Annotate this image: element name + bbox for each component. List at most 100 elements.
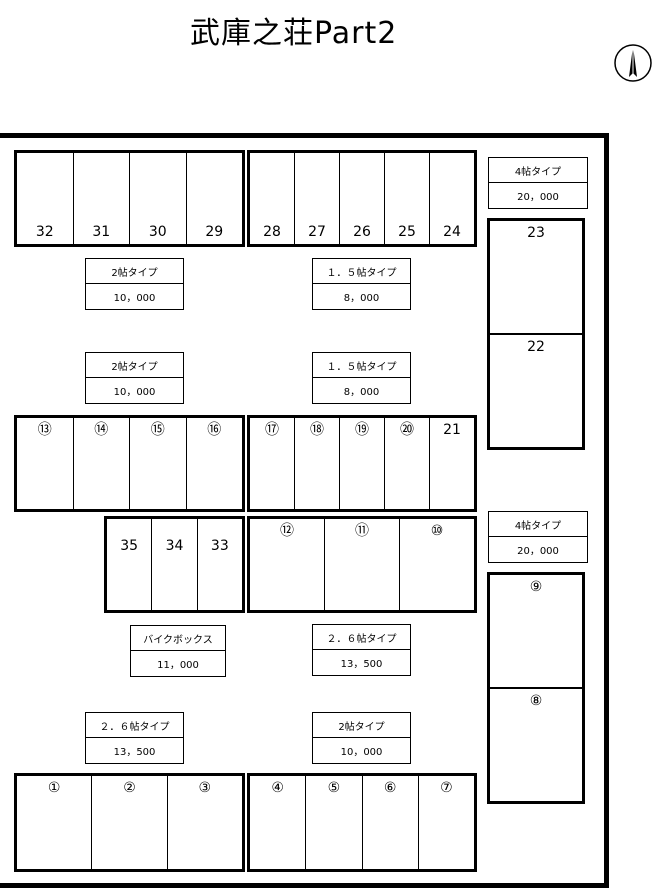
unit-price: 10，000 [113,293,156,304]
storage-unit[interactable]: ⑫ [250,519,324,610]
storage-unit[interactable]: ② [91,776,166,869]
storage-unit[interactable]: ⑨ [490,575,582,687]
north-compass-icon [614,44,652,82]
storage-unit[interactable]: 29 [185,153,243,244]
storage-unit[interactable]: 21 [429,418,474,509]
storage-unit[interactable]: 33 [196,519,242,610]
unit-type: 2帖タイプ [86,259,183,284]
storage-unit[interactable]: 27 [294,153,339,244]
unit-price: 8，000 [343,387,380,398]
unit-number: 21 [443,422,461,438]
storage-unit[interactable]: ⑳ [384,418,429,509]
unit-number: 26 [353,224,371,240]
storage-unit[interactable]: ⑲ [339,418,384,509]
unit-number: ⑰ [265,422,279,438]
storage-unit[interactable]: 28 [250,153,294,244]
unit-number: ⑤ [327,780,341,796]
unit-number: 28 [263,224,281,240]
storage-unit[interactable]: ⑱ [294,418,339,509]
storage-unit[interactable]: 26 [339,153,384,244]
storage-unit[interactable]: 25 [384,153,429,244]
storage-unit[interactable]: ③ [166,776,242,869]
unit-number: ④ [271,780,284,796]
storage-unit[interactable]: ⑮ [129,418,186,509]
unit-number: ⑮ [150,422,165,438]
unit-number: 29 [205,224,224,240]
storage-unit[interactable]: 32 [17,153,73,244]
storage-unit[interactable]: ⑰ [250,418,294,509]
storage-block-1-3: ① ② ③ [14,773,245,872]
storage-unit[interactable]: 30 [129,153,186,244]
unit-price: 13，500 [113,747,156,758]
storage-unit[interactable]: ⑯ [185,418,243,509]
unit-number: ⑧ [529,693,543,709]
storage-unit[interactable]: ⑥ [361,776,418,869]
price-tag: ２．６帖タイプ 13，500 [85,712,184,764]
unit-number: ⑳ [400,422,414,438]
unit-number: ① [47,780,61,796]
storage-unit[interactable]: ⑩ [399,519,474,610]
storage-unit[interactable]: ⑦ [417,776,474,869]
unit-price: 10，000 [113,387,156,398]
price-tag: １．５帖タイプ 8，000 [312,352,411,404]
unit-number: ⑥ [383,780,397,796]
unit-price: 10，000 [340,747,383,758]
storage-block-32-29: 32 31 30 29 [14,150,245,247]
storage-block-17-21: ⑰ ⑱ ⑲ ⑳ 21 [247,415,477,512]
storage-unit[interactable]: ⑧ [490,687,582,801]
unit-type: １．５帖タイプ [313,353,410,378]
storage-block-28-24: 28 27 26 25 24 [247,150,477,247]
unit-price: 20，000 [517,546,559,557]
storage-unit[interactable]: ① [17,776,91,869]
storage-block-13-16: ⑬ ⑭ ⑮ ⑯ [14,415,245,512]
parking-lot-boundary [0,133,609,888]
unit-number: ⑨ [529,579,543,595]
unit-number: 32 [35,224,54,240]
storage-unit[interactable]: 31 [72,153,130,244]
unit-number: ⑪ [355,523,369,539]
unit-price: 11，000 [157,660,199,671]
unit-type: ２．６帖タイプ [313,625,410,650]
unit-number: ⑫ [280,523,294,539]
storage-block-23-22: 23 22 [487,218,585,450]
unit-price: 8，000 [343,293,380,304]
unit-type: １．５帖タイプ [313,259,410,284]
storage-unit[interactable]: ⑤ [305,776,361,869]
unit-number: 35 [120,538,139,554]
unit-number: 24 [443,224,461,240]
storage-block-9-8: ⑨ ⑧ [487,572,585,804]
unit-number: ⑦ [440,780,453,796]
storage-unit[interactable]: 23 [490,221,582,333]
unit-price: 20，000 [517,192,559,203]
storage-unit[interactable]: ⑪ [324,519,399,610]
unit-number: ⑲ [355,422,369,438]
unit-price: 13，500 [340,659,383,670]
unit-number: 33 [210,538,229,554]
price-tag: 4帖タイプ 20，000 [488,511,588,563]
unit-number: 31 [92,224,111,240]
unit-number: 22 [527,339,545,355]
unit-type: 4帖タイプ [489,512,587,537]
price-tag: 4帖タイプ 20，000 [488,157,588,209]
unit-number: ⑩ [430,523,444,539]
storage-unit[interactable]: 35 [107,519,151,610]
storage-block-35-33: 35 34 33 [104,516,245,613]
price-tag: ２．６帖タイプ 13，500 [312,624,411,676]
unit-type: バイクボックス [131,626,225,651]
storage-unit[interactable]: ⑬ [17,418,73,509]
unit-number: 27 [308,224,326,240]
price-tag: 2帖タイプ 10，000 [312,712,411,764]
unit-number: 25 [398,224,416,240]
price-tag: バイクボックス 11，000 [130,625,226,677]
storage-unit[interactable]: ④ [250,776,305,869]
price-tag: 2帖タイプ 10，000 [85,352,184,404]
storage-unit[interactable]: ⑭ [72,418,130,509]
unit-number: ② [123,780,136,796]
unit-number: 34 [165,538,184,554]
storage-unit[interactable]: 22 [490,333,582,447]
page-title: 武庫之荘Part2 [190,16,398,51]
storage-unit[interactable]: 34 [151,519,196,610]
unit-number: ⑭ [94,422,109,438]
storage-unit[interactable]: 24 [429,153,474,244]
unit-type: 2帖タイプ [86,353,183,378]
